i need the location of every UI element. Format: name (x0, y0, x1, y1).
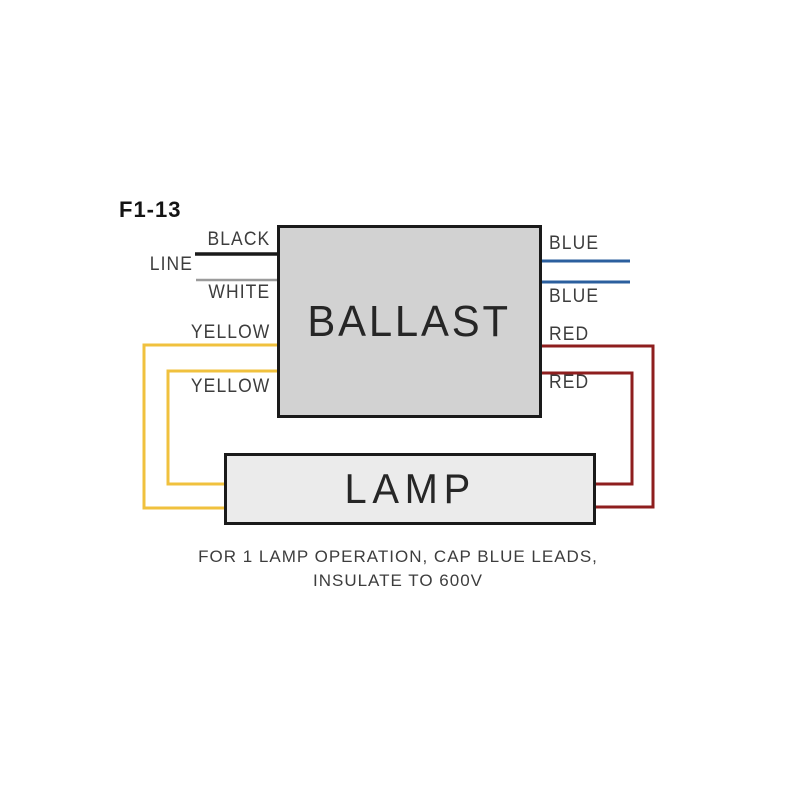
ballast-label: BALLAST (307, 296, 512, 346)
yellow-wire-top-label: YELLOW (190, 322, 270, 343)
blue-wire-bottom-label: BLUE (549, 286, 600, 307)
blue-wire-top-label: BLUE (549, 233, 600, 254)
yellow-wire-inner (166, 369, 278, 486)
white-wire-label: WHITE (208, 282, 270, 303)
yellow-wire-outer (142, 343, 278, 510)
instruction-note-line1: FOR 1 LAMP OPERATION, CAP BLUE LEADS, (198, 547, 598, 566)
instruction-note-line2: INSULATE TO 600V (312, 571, 483, 590)
instruction-note: FOR 1 LAMP OPERATION, CAP BLUE LEADS, IN… (0, 545, 796, 593)
ballast-box: BALLAST (277, 225, 542, 418)
black-wire-label: BLACK (207, 229, 270, 250)
line-label: LINE (149, 254, 193, 275)
lamp-box: LAMP (224, 453, 596, 525)
red-wire-top-label: RED (549, 324, 590, 345)
red-wire-bottom-label: RED (549, 372, 590, 393)
red-wire-outer (541, 344, 655, 509)
lamp-label: LAMP (344, 465, 476, 512)
red-wire-inner (541, 371, 634, 486)
diagram-title: F1-13 (119, 197, 182, 222)
yellow-wire-bottom-label: YELLOW (190, 376, 270, 397)
